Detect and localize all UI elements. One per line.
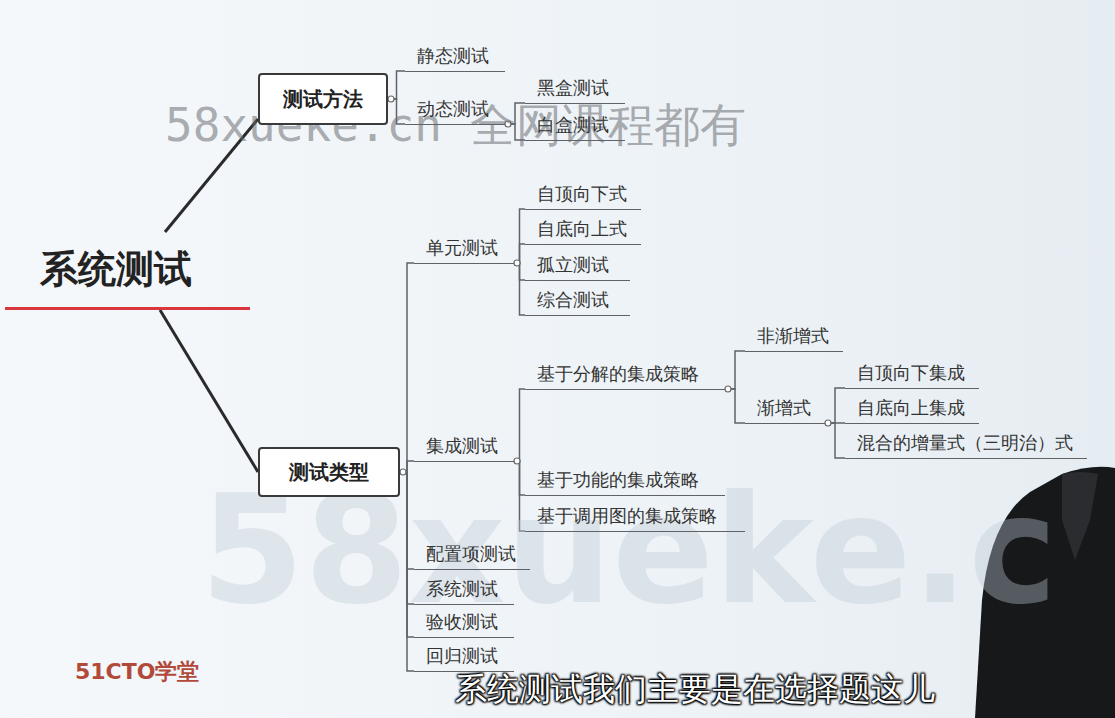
branch-dot <box>514 458 520 464</box>
branch-dot <box>388 96 394 102</box>
branch-box: 测试类型 <box>258 447 400 497</box>
branch-dot <box>505 121 511 127</box>
topic-text: 自顶向下式 <box>537 183 627 206</box>
branch-connector <box>825 388 845 423</box>
branch-connector <box>400 472 414 671</box>
branch-dot <box>400 469 406 475</box>
branch-connector <box>725 389 745 423</box>
branch-connector <box>514 461 525 495</box>
branch-connector <box>160 310 258 472</box>
topic-item: 配置项测试 <box>414 540 530 570</box>
branch-connector <box>400 472 414 637</box>
topic-text: 自顶向下集成 <box>857 362 965 385</box>
branch-connector <box>825 423 845 458</box>
branch-connector <box>505 103 525 124</box>
root-topic: 系统测试 <box>5 232 250 310</box>
topic-item: 自底向上式 <box>525 215 641 245</box>
branch-connector <box>725 351 745 389</box>
branch-connector <box>165 119 258 232</box>
brand-logo: 51CTO学堂 <box>75 660 199 684</box>
topic-item: 白盒测试 <box>525 111 625 141</box>
topic-item: 基于分解的集成策略 <box>525 360 725 390</box>
topic-text: 白盒测试 <box>537 114 609 137</box>
topic-item: 综合测试 <box>525 286 630 316</box>
branch-connector <box>388 71 405 99</box>
topic-item: 黑盒测试 <box>525 74 625 104</box>
topic-text: 黑盒测试 <box>537 77 609 100</box>
branch-connector <box>400 263 414 472</box>
branch-box: 测试方法 <box>258 73 388 125</box>
branch-connector <box>400 472 414 569</box>
presenter-lapel <box>1062 472 1098 560</box>
branch-connector <box>514 209 525 263</box>
topic-text: 非渐增式 <box>757 325 829 348</box>
topic-item: 回归测试 <box>414 642 514 672</box>
topic-text: 配置项测试 <box>426 543 516 566</box>
topic-text: 渐增式 <box>757 397 811 420</box>
topic-text: 自底向上集成 <box>857 397 965 420</box>
branch-connector <box>514 389 525 461</box>
topic-item: 渐增式 <box>745 394 825 424</box>
video-subtitle: 系统测试我们主要是在选择题这儿 <box>455 672 935 707</box>
branch-dot <box>514 260 520 266</box>
topic-item: 集成测试 <box>414 432 514 462</box>
topic-text: 基于分解的集成策略 <box>537 363 699 386</box>
topic-text: 自底向上式 <box>537 218 627 241</box>
branch-connector <box>400 472 414 604</box>
topic-item: 基于功能的集成策略 <box>525 466 725 496</box>
topic-text: 验收测试 <box>426 611 498 634</box>
topic-text: 动态测试 <box>417 98 489 121</box>
topic-text: 测试类型 <box>289 459 369 486</box>
branch-connector <box>388 99 405 124</box>
topic-item: 验收测试 <box>414 608 514 638</box>
topic-item: 自顶向下式 <box>525 180 641 210</box>
topic-item: 基于调用图的集成策略 <box>525 502 745 532</box>
topic-text: 集成测试 <box>426 435 498 458</box>
topic-item: 系统测试 <box>414 575 514 605</box>
branch-connector <box>514 263 525 315</box>
topic-text: 系统测试 <box>426 578 498 601</box>
topic-item: 非渐增式 <box>745 322 843 352</box>
branch-connector <box>505 124 525 140</box>
topic-item: 自底向上集成 <box>845 394 979 424</box>
topic-text: 单元测试 <box>426 237 498 260</box>
branch-dot <box>825 420 831 426</box>
branch-dot <box>725 386 731 392</box>
topic-text: 系统测试 <box>40 244 192 295</box>
topic-text: 基于功能的集成策略 <box>537 469 699 492</box>
topic-item: 孤立测试 <box>525 251 630 281</box>
topic-text: 测试方法 <box>283 86 363 113</box>
topic-text: 回归测试 <box>426 645 498 668</box>
topic-item: 静态测试 <box>405 42 505 72</box>
branch-connector <box>514 461 525 531</box>
topic-item: 混合的增量式（三明治）式 <box>845 429 1087 459</box>
topic-item: 动态测试 <box>405 95 505 125</box>
topic-text: 孤立测试 <box>537 254 609 277</box>
topic-text: 混合的增量式（三明治）式 <box>857 432 1073 455</box>
topic-item: 单元测试 <box>414 234 514 264</box>
topic-text: 综合测试 <box>537 289 609 312</box>
topic-text: 静态测试 <box>417 45 489 68</box>
topic-item: 自顶向下集成 <box>845 359 979 389</box>
topic-text: 基于调用图的集成策略 <box>537 505 717 528</box>
